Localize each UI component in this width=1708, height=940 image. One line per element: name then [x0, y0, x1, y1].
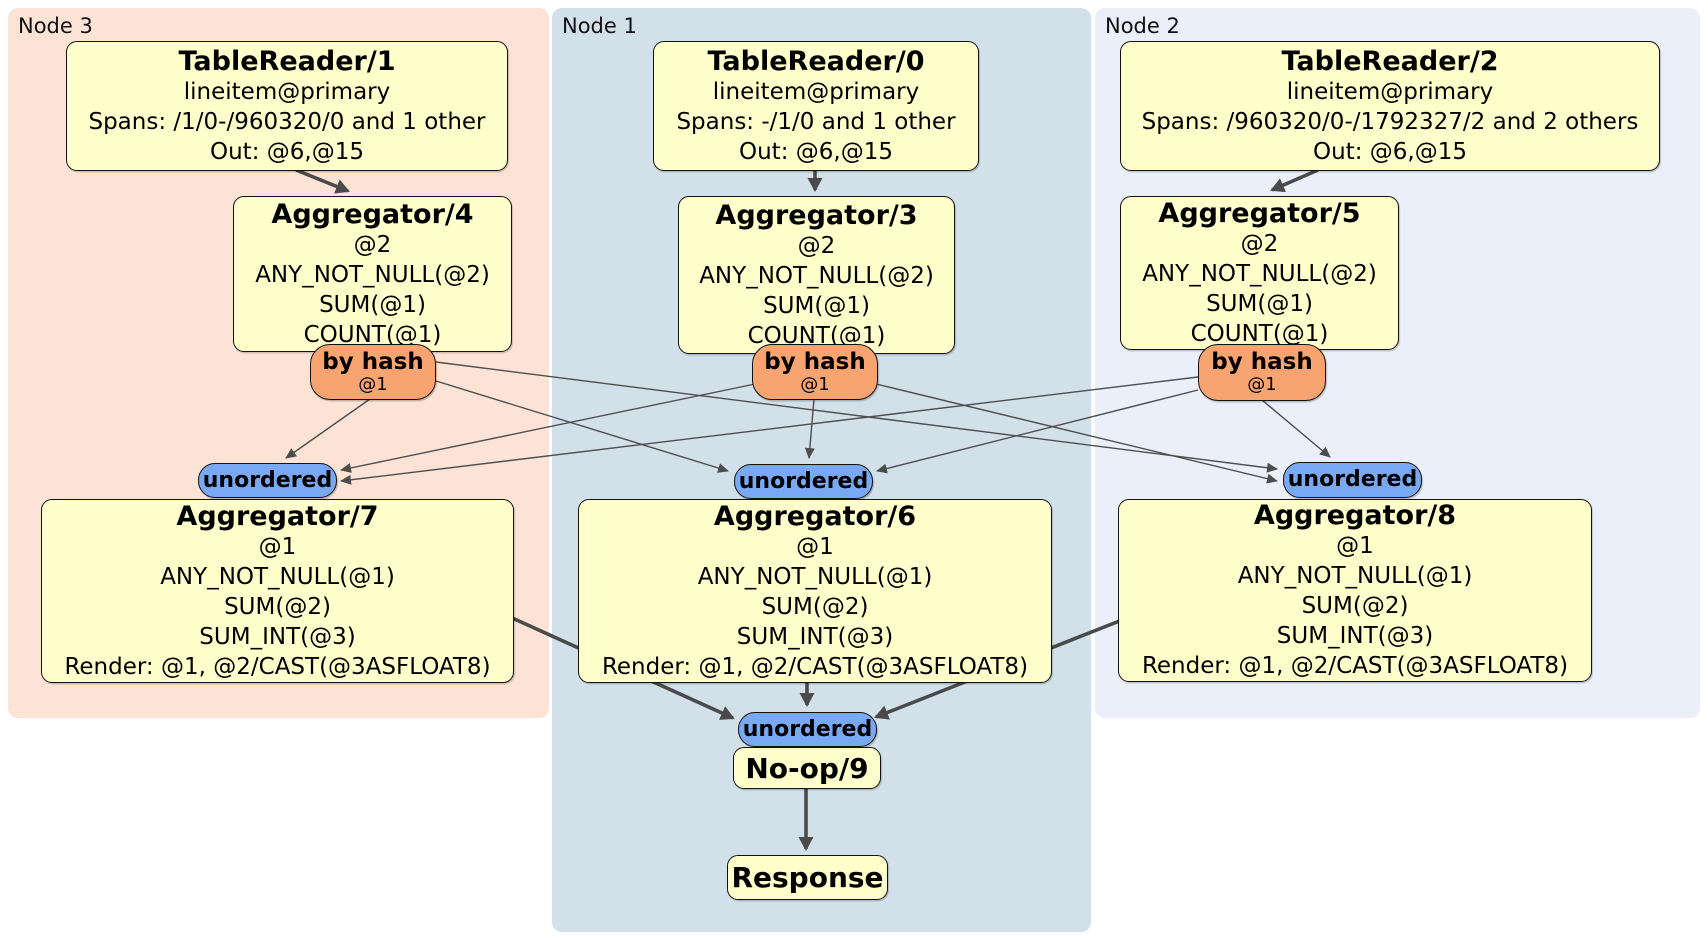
- hash-router-left-key: @1: [358, 373, 388, 395]
- aggregator-4-fn3: COUNT(@1): [303, 321, 442, 348]
- aggregator-4-box: Aggregator/4 @2 ANY_NOT_NULL(@2) SUM(@1)…: [233, 196, 512, 352]
- response-title: Response: [731, 861, 884, 894]
- edge-router-center-sync-right: [875, 383, 1278, 484]
- edge-router-left-sync-right: [435, 361, 1278, 473]
- tablereader-0-title: TableReader/0: [707, 45, 925, 77]
- aggregator-3-fn1: ANY_NOT_NULL(@2): [699, 262, 934, 289]
- aggregator-3-box: Aggregator/3 @2 ANY_NOT_NULL(@2) SUM(@1)…: [678, 196, 955, 354]
- hash-router-right-key: @1: [1247, 374, 1277, 395]
- edge-router-center-sync-center: [804, 398, 815, 459]
- edge-router-right-sync-right: [1261, 399, 1331, 458]
- edge-router-left-sync-left: [285, 398, 371, 459]
- aggregator-8-box: Aggregator/8 @1 ANY_NOT_NULL(@1) SUM(@2)…: [1118, 499, 1592, 682]
- aggregator-3-title: Aggregator/3: [715, 199, 918, 231]
- aggregator-6-box: Aggregator/6 @1 ANY_NOT_NULL(@1) SUM(@2)…: [578, 499, 1052, 683]
- panel-node3-label: Node 3: [18, 14, 93, 38]
- aggregator-5-box: Aggregator/5 @2 ANY_NOT_NULL(@2) SUM(@1)…: [1120, 196, 1399, 350]
- sync-unordered-center-label: unordered: [738, 468, 869, 494]
- noop-9-title: No-op/9: [745, 751, 869, 785]
- sync-unordered-right: unordered: [1283, 462, 1422, 498]
- aggregator-3-group: @2: [797, 232, 836, 259]
- aggregator-8-group: @1: [1336, 533, 1374, 559]
- aggregator-6-title: Aggregator/6: [713, 500, 917, 532]
- aggregator-6-fn2: SUM(@2): [761, 593, 869, 620]
- edge-tr1-agg4: [295, 168, 350, 194]
- tablereader-2-title: TableReader/2: [1281, 45, 1499, 77]
- aggregator-8-fn3: SUM_INT(@3): [1276, 623, 1434, 649]
- aggregator-5-group: @2: [1240, 230, 1279, 257]
- noop-9-box: No-op/9: [733, 747, 881, 789]
- aggregator-5-fn2: SUM(@1): [1206, 290, 1313, 317]
- tablereader-0-spans: Spans: -/1/0 and 1 other: [676, 108, 956, 135]
- hash-router-right: by hash @1: [1198, 344, 1326, 401]
- aggregator-7-group: @1: [258, 533, 297, 560]
- hash-router-left-label: by hash: [322, 348, 424, 375]
- aggregator-7-fn3: SUM_INT(@3): [199, 623, 356, 650]
- tablereader-1-spans: Spans: /1/0-/960320/0 and 1 other: [88, 108, 486, 135]
- tablereader-1-out: Out: @6,@15: [210, 138, 364, 165]
- sync-unordered-left-label: unordered: [202, 467, 333, 493]
- aggregator-5-fn1: ANY_NOT_NULL(@2): [1142, 260, 1377, 287]
- aggregator-7-fn2: SUM(@2): [224, 593, 331, 620]
- aggregator-5-fn3: COUNT(@1): [1190, 320, 1329, 347]
- tablereader-2-spans: Spans: /960320/0-/1792327/2 and 2 others: [1141, 108, 1639, 135]
- tablereader-0-out: Out: @6,@15: [739, 138, 893, 165]
- tablereader-2-index: lineitem@primary: [1286, 78, 1494, 105]
- sync-unordered-final-label: unordered: [742, 716, 873, 742]
- aggregator-6-group: @1: [796, 533, 834, 560]
- aggregator-6-fn3: SUM_INT(@3): [736, 623, 894, 650]
- aggregator-5-title: Aggregator/5: [1158, 197, 1361, 229]
- aggregator-4-title: Aggregator/4: [271, 198, 474, 230]
- aggregator-6-render: Render: @1, @2/CAST(@3ASFLOAT8): [601, 653, 1029, 680]
- aggregator-7-fn1: ANY_NOT_NULL(@1): [160, 563, 395, 590]
- aggregator-7-render: Render: @1, @2/CAST(@3ASFLOAT8): [64, 653, 491, 680]
- aggregator-6-fn1: ANY_NOT_NULL(@1): [697, 563, 933, 590]
- edge-tr2-agg5: [1270, 168, 1319, 193]
- hash-router-center: by hash @1: [752, 344, 878, 400]
- aggregator-7-title: Aggregator/7: [176, 500, 379, 532]
- sync-unordered-left: unordered: [198, 463, 337, 498]
- aggregator-3-fn2: SUM(@1): [763, 292, 870, 319]
- edge-router-center-sync-left: [340, 383, 756, 473]
- response-box: Response: [727, 855, 888, 900]
- tablereader-1-box: TableReader/1 lineitem@primary Spans: /1…: [66, 41, 508, 171]
- edge-router-right-sync-center: [876, 389, 1199, 474]
- aggregator-8-fn1: ANY_NOT_NULL(@1): [1237, 563, 1473, 589]
- sync-unordered-right-label: unordered: [1287, 467, 1418, 492]
- panel-node1-label: Node 1: [562, 14, 637, 38]
- tablereader-0-index: lineitem@primary: [712, 78, 920, 105]
- tablereader-1-index: lineitem@primary: [183, 78, 391, 105]
- aggregator-7-box: Aggregator/7 @1 ANY_NOT_NULL(@1) SUM(@2)…: [41, 499, 514, 683]
- sync-unordered-final: unordered: [738, 712, 877, 747]
- tablereader-2-box: TableReader/2 lineitem@primary Spans: /9…: [1120, 41, 1660, 171]
- hash-router-right-label: by hash: [1211, 349, 1313, 375]
- hash-router-center-label: by hash: [764, 348, 866, 375]
- sync-unordered-center: unordered: [734, 464, 873, 499]
- aggregator-4-fn2: SUM(@1): [319, 291, 426, 318]
- panel-node2-label: Node 2: [1105, 14, 1180, 38]
- edge-router-right-sync-left: [340, 376, 1199, 485]
- aggregator-8-render: Render: @1, @2/CAST(@3ASFLOAT8): [1141, 653, 1569, 679]
- aggregator-8-fn2: SUM(@2): [1301, 593, 1409, 619]
- hash-router-center-key: @1: [800, 373, 830, 395]
- hash-router-left: by hash @1: [310, 344, 436, 400]
- aggregator-4-fn1: ANY_NOT_NULL(@2): [255, 261, 490, 288]
- tablereader-1-title: TableReader/1: [178, 45, 396, 77]
- aggregator-4-group: @2: [353, 231, 392, 258]
- edge-router-left-sync-center: [435, 380, 729, 473]
- tablereader-0-box: TableReader/0 lineitem@primary Spans: -/…: [653, 41, 979, 171]
- tablereader-2-out: Out: @6,@15: [1313, 138, 1467, 165]
- aggregator-8-title: Aggregator/8: [1253, 500, 1457, 531]
